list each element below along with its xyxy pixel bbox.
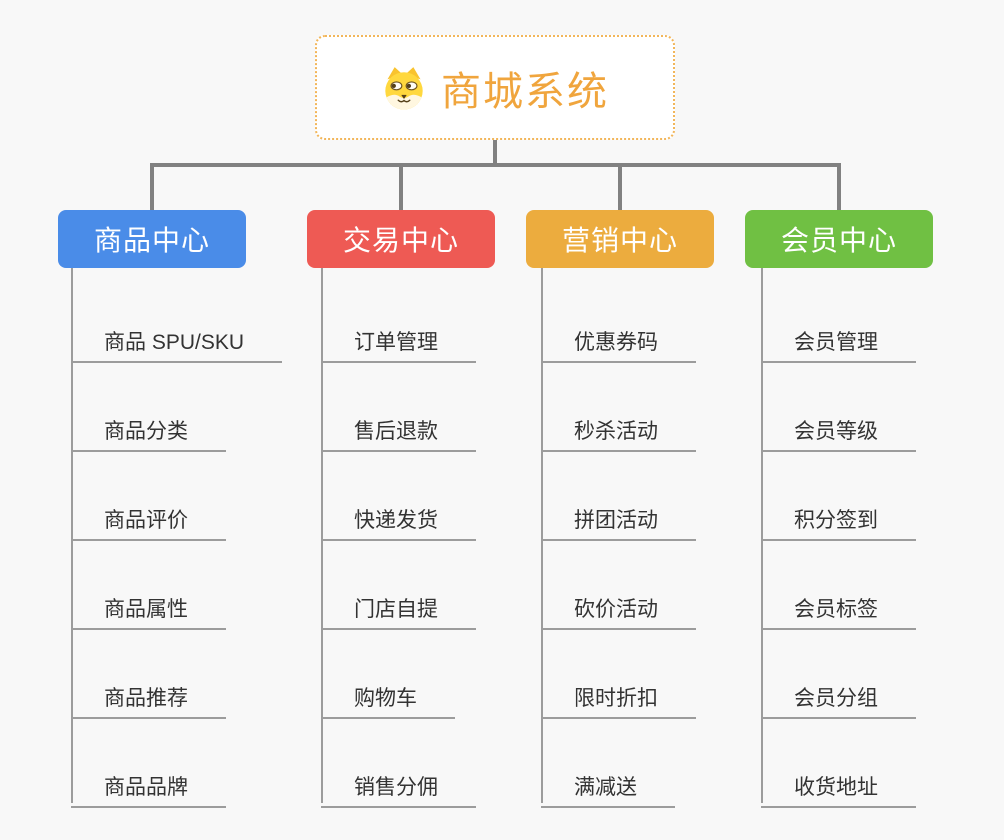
leaf-node[interactable]: 门店自提	[321, 583, 476, 630]
leaf-node[interactable]: 商品分类	[71, 405, 226, 452]
leaf-node[interactable]: 快递发货	[321, 494, 476, 541]
leaf-node[interactable]: 商品评价	[71, 494, 226, 541]
leaf-node[interactable]: 商品推荐	[71, 672, 226, 719]
leaf-node[interactable]: 销售分佣	[321, 761, 476, 808]
root-title: 商城系统	[441, 69, 609, 114]
leaf-node[interactable]: 优惠券码	[541, 316, 696, 363]
leaf-node[interactable]: 会员等级	[761, 405, 916, 452]
branch-children-trade: 订单管理 售后退款 快递发货 门店自提 购物车 销售分佣	[321, 268, 581, 808]
connector-drop-trade	[399, 163, 403, 210]
leaf-node[interactable]: 限时折扣	[541, 672, 696, 719]
leaf-node[interactable]: 满减送	[541, 761, 675, 808]
leaf-node[interactable]: 收货地址	[761, 761, 916, 808]
leaf-node[interactable]: 砍价活动	[541, 583, 696, 630]
leaf-node[interactable]: 拼团活动	[541, 494, 696, 541]
leaf-node[interactable]: 商品 SPU/SKU	[71, 316, 283, 363]
connector-root-stem	[493, 140, 497, 167]
branch-node-marketing-center[interactable]: 营销中心	[526, 210, 714, 268]
leaf-node[interactable]: 会员分组	[761, 672, 916, 719]
branch-children-product: 商品 SPU/SKU 商品分类 商品评价 商品属性 商品推荐 商品品牌	[71, 268, 331, 808]
branch-children-member: 会员管理 会员等级 积分签到 会员标签 会员分组 收货地址	[761, 268, 1004, 808]
leaf-node[interactable]: 会员标签	[761, 583, 916, 630]
branch-node-member-center[interactable]: 会员中心	[745, 210, 933, 268]
branch-node-product-center[interactable]: 商品中心	[58, 210, 246, 268]
leaf-node[interactable]: 商品品牌	[71, 761, 226, 808]
leaf-node[interactable]: 会员管理	[761, 316, 916, 363]
leaf-node[interactable]: 积分签到	[761, 494, 916, 541]
branch-node-trade-center[interactable]: 交易中心	[307, 210, 495, 268]
connector-drop-member	[837, 163, 841, 210]
leaf-node[interactable]: 秒杀活动	[541, 405, 696, 452]
root-node-mall-system[interactable]: 商城系统	[315, 35, 675, 140]
leaf-node[interactable]: 商品属性	[71, 583, 226, 630]
leaf-node[interactable]: 购物车	[321, 672, 455, 719]
leaf-node[interactable]: 订单管理	[321, 316, 476, 363]
connector-horizontal-bar	[150, 163, 841, 167]
dog-face-icon	[381, 65, 427, 111]
leaf-node[interactable]: 售后退款	[321, 405, 476, 452]
connector-drop-product	[150, 163, 154, 210]
branch-children-marketing: 优惠券码 秒杀活动 拼团活动 砍价活动 限时折扣 满减送	[541, 268, 801, 808]
connector-drop-marketing	[618, 163, 622, 210]
